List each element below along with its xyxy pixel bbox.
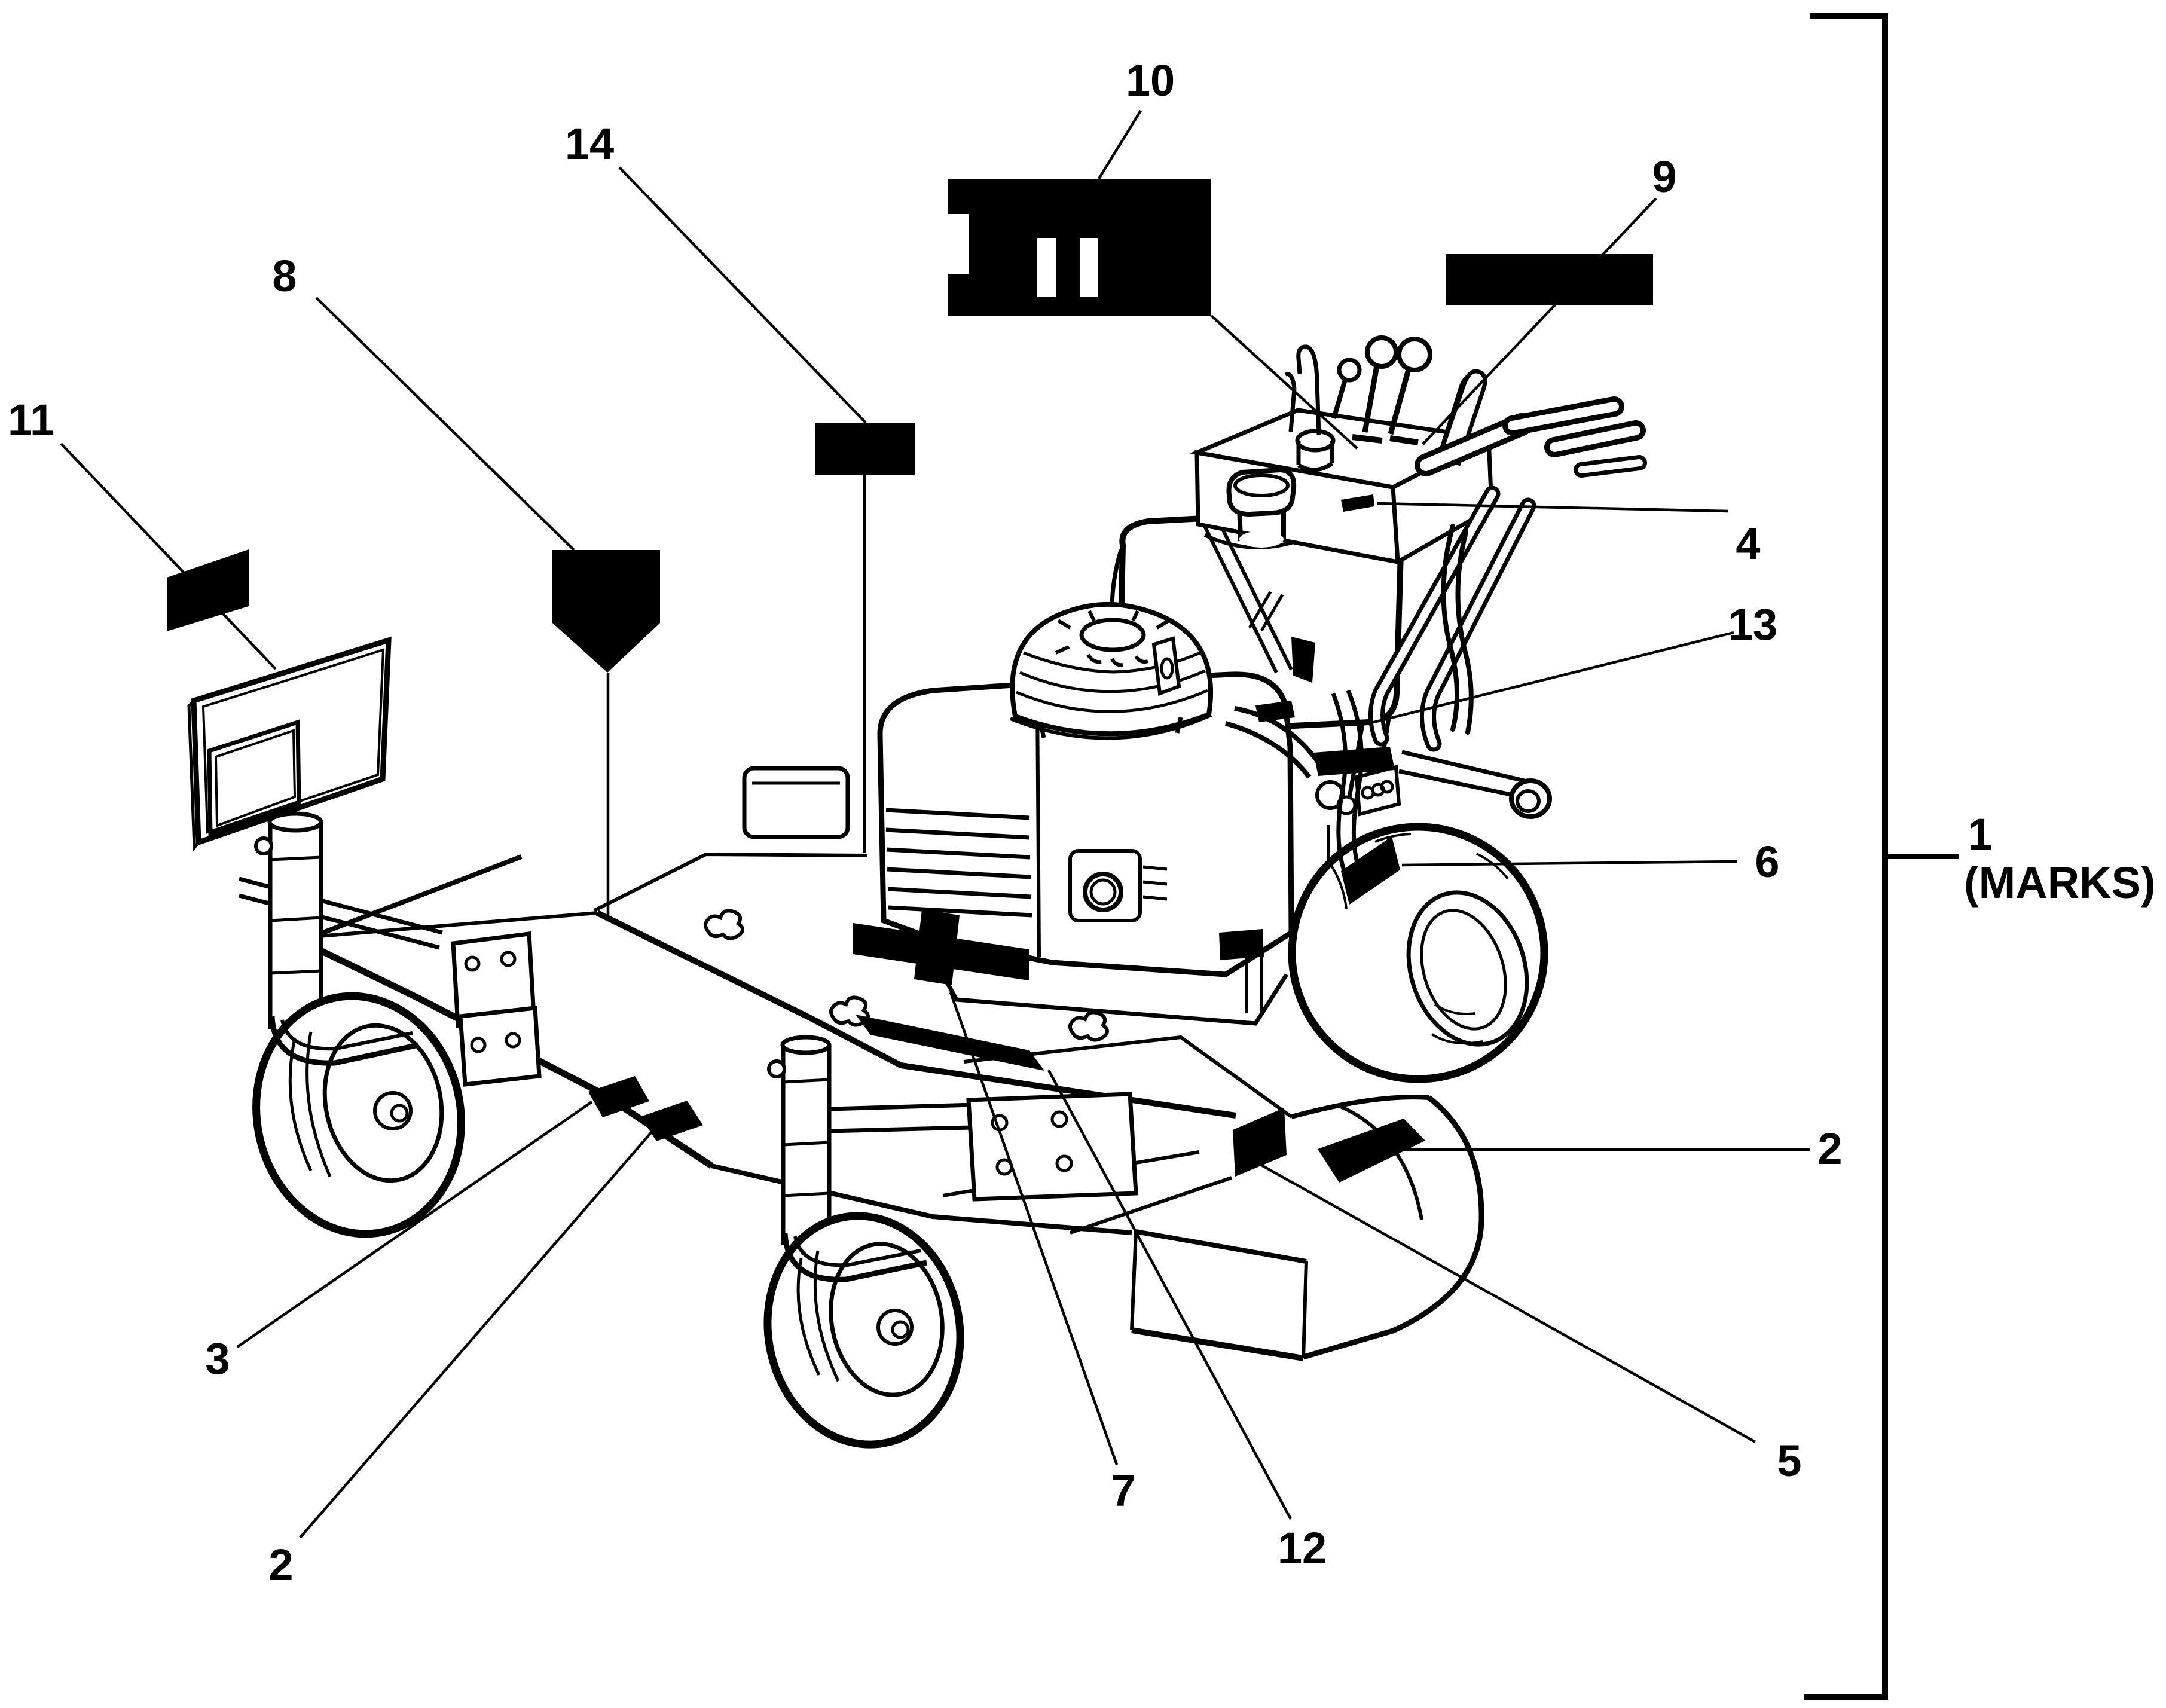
svg-text:3: 3: [205, 1334, 230, 1383]
svg-text:1: 1: [1968, 809, 1992, 859]
svg-text:13: 13: [1728, 600, 1777, 649]
svg-text:12: 12: [1278, 1523, 1327, 1573]
svg-text:11: 11: [8, 395, 54, 445]
svg-text:2: 2: [1817, 1124, 1842, 1174]
svg-text:5: 5: [1777, 1436, 1801, 1486]
svg-text:9: 9: [1652, 152, 1676, 201]
svg-text:4: 4: [1736, 519, 1760, 569]
svg-text:7: 7: [1111, 1466, 1135, 1515]
svg-text:2: 2: [268, 1540, 293, 1590]
svg-text:14: 14: [565, 119, 614, 169]
svg-text:10: 10: [1126, 56, 1175, 105]
svg-text:6: 6: [1755, 837, 1779, 887]
svg-text:(MARKS): (MARKS): [1964, 858, 2156, 908]
svg-text:8: 8: [272, 251, 297, 301]
